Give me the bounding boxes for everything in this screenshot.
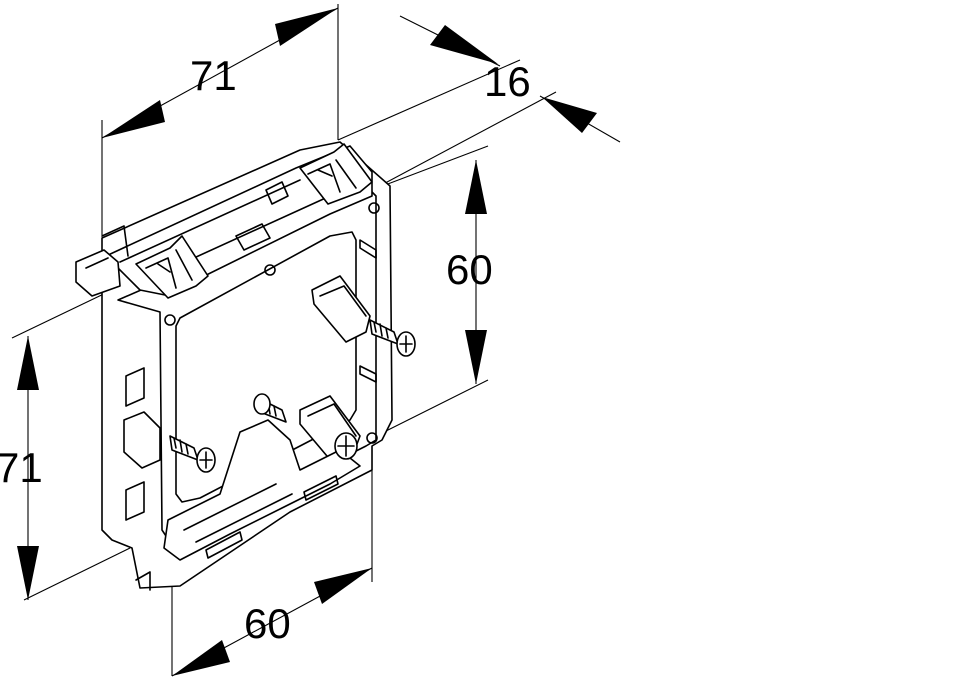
dimension-outer-height: 71	[0, 289, 131, 601]
dimension-top-width: 71	[101, 4, 339, 235]
dimension-depth: 16	[337, 15, 621, 191]
arrowhead-icon	[465, 160, 487, 214]
dimension-label-outer-height: 71	[0, 444, 43, 491]
arrowhead-icon	[17, 546, 39, 600]
arrowhead-icon	[542, 97, 597, 133]
screw-icon	[369, 319, 416, 357]
arrowhead-icon	[275, 8, 338, 46]
dimension-inner-height: 60	[371, 145, 493, 439]
dimension-label-bottom-width: 60	[244, 600, 291, 647]
arrowhead-icon	[17, 336, 39, 390]
dimension-label-inner-height: 60	[446, 246, 493, 293]
arrowhead-icon	[172, 640, 230, 676]
arrowhead-icon	[430, 25, 498, 64]
screw-icon	[253, 393, 287, 423]
arrowhead-icon	[102, 100, 165, 138]
dimension-bottom-width: 60	[171, 440, 373, 677]
dimension-label-depth: 16	[484, 58, 531, 105]
dimension-label-top-width: 71	[190, 52, 237, 99]
screw-icon	[334, 432, 358, 460]
arrowhead-icon	[314, 568, 372, 604]
mounting-frame	[75, 141, 416, 591]
screw-icon	[169, 435, 216, 473]
arrowhead-icon	[465, 330, 487, 384]
